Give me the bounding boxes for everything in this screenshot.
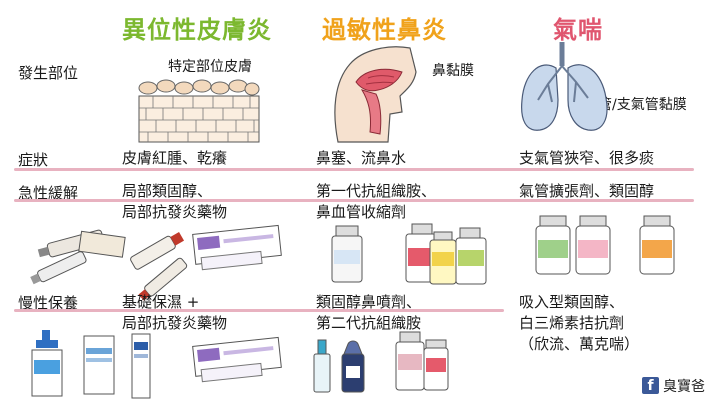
second-gen-antihistamine-bottles-icon — [395, 331, 449, 391]
symptom-atopic: 皮膚紅腫、乾癢 — [122, 149, 228, 167]
acute-atopic-line2: 局部抗發炎藥物 — [122, 203, 228, 221]
moisturizer-bottles-icon — [31, 330, 151, 399]
row-divider-acute — [14, 199, 694, 202]
lungs-illustration — [521, 42, 608, 131]
chronic-rhinitis-line1: 類固醇鼻噴劑、 — [316, 293, 422, 311]
acute-asthma-line1: 氣管擴張劑、類固醇 — [519, 182, 655, 200]
row-divider-chronic — [14, 309, 504, 312]
row-label-acute: 急性緩解 — [18, 184, 79, 202]
site-airway-label: 氣管/支氣管黏膜 — [584, 97, 687, 113]
acute-atopic-line1: 局部類固醇、 — [122, 182, 213, 200]
acute-rhinitis-line2: 鼻血管收縮劑 — [316, 203, 407, 221]
ointment-tubes-icon — [30, 229, 188, 301]
chronic-asthma-line2: 白三烯素拮抗劑 — [519, 314, 625, 332]
acute-rhinitis-line1: 第一代抗組織胺、 — [316, 182, 437, 200]
row-divider-symptom — [14, 168, 694, 171]
chronic-atopic-line2: 局部抗發炎藥物 — [122, 314, 228, 332]
chronic-rhinitis-line2: 第二代抗組織胺 — [316, 314, 422, 332]
antihistamine-bottles-icon — [331, 223, 487, 285]
facebook-icon: f — [642, 377, 659, 394]
anti-inflammatory-box-icon — [192, 336, 282, 383]
column-title-atopic-dermatitis: 異位性皮膚炎 — [122, 16, 272, 44]
row-label-site: 發生部位 — [18, 64, 79, 82]
site-skin-label: 特定部位皮膚 — [168, 59, 252, 75]
column-title-asthma: 氣喘 — [553, 16, 603, 44]
bronchodilator-bottles-icon — [535, 215, 675, 275]
chronic-asthma-line1: 吸入型類固醇、 — [519, 293, 625, 311]
row-label-chronic: 慢性保養 — [18, 294, 79, 312]
nasal-cavity-illustration — [334, 46, 417, 143]
site-nose-label: 鼻黏膜 — [432, 63, 474, 79]
column-title-allergic-rhinitis: 過敏性鼻炎 — [322, 16, 447, 44]
symptom-asthma: 支氣管狹窄、很多痰 — [519, 149, 655, 167]
nasal-spray-icon — [313, 339, 365, 393]
row-label-symptom: 症狀 — [18, 151, 49, 169]
ointment-box-icon — [192, 224, 282, 271]
facebook-branding[interactable]: f 臭寶爸 — [642, 375, 712, 397]
chronic-asthma-line3: （欣流、萬克喘） — [519, 335, 640, 353]
brand-name: 臭寶爸 — [663, 379, 705, 395]
symptom-rhinitis: 鼻塞、流鼻水 — [316, 149, 407, 167]
skin-layer-illustration — [138, 79, 260, 143]
chronic-atopic-line1: 基礎保濕 + — [122, 293, 200, 311]
